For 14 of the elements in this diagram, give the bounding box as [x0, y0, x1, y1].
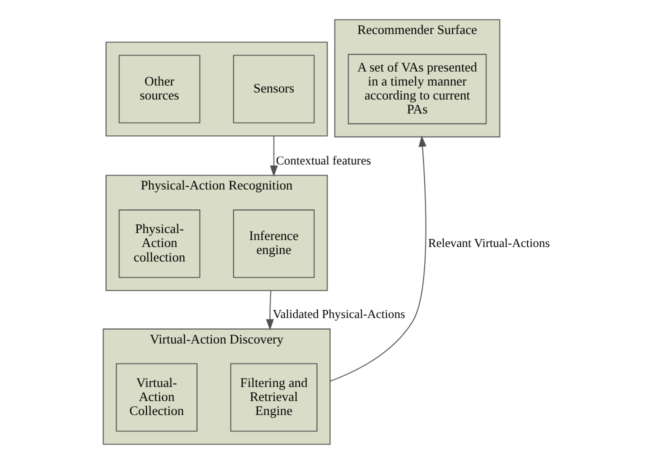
arrow: [270, 135, 278, 177]
arrow: [266, 290, 274, 330]
edge-label: Validated Physical-Actions: [272, 307, 406, 322]
node-box: Other sources: [118, 54, 200, 124]
node-box: A set of VAs presented in a timely manner according to current PAs: [348, 54, 487, 124]
edge-label: Relevant Virtual-Actions: [428, 236, 550, 250]
node-box: Filtering and Retrieval Engine: [230, 363, 318, 432]
edge-label: Contextual features: [276, 153, 372, 168]
node-box: Virtual-Action Collection: [116, 363, 198, 432]
cluster: [106, 42, 328, 136]
node-box: Sensors: [233, 54, 315, 124]
node-box: Inference engine: [233, 210, 315, 278]
node-box: Physical-Action collection: [118, 210, 200, 278]
arrow: [330, 135, 426, 382]
